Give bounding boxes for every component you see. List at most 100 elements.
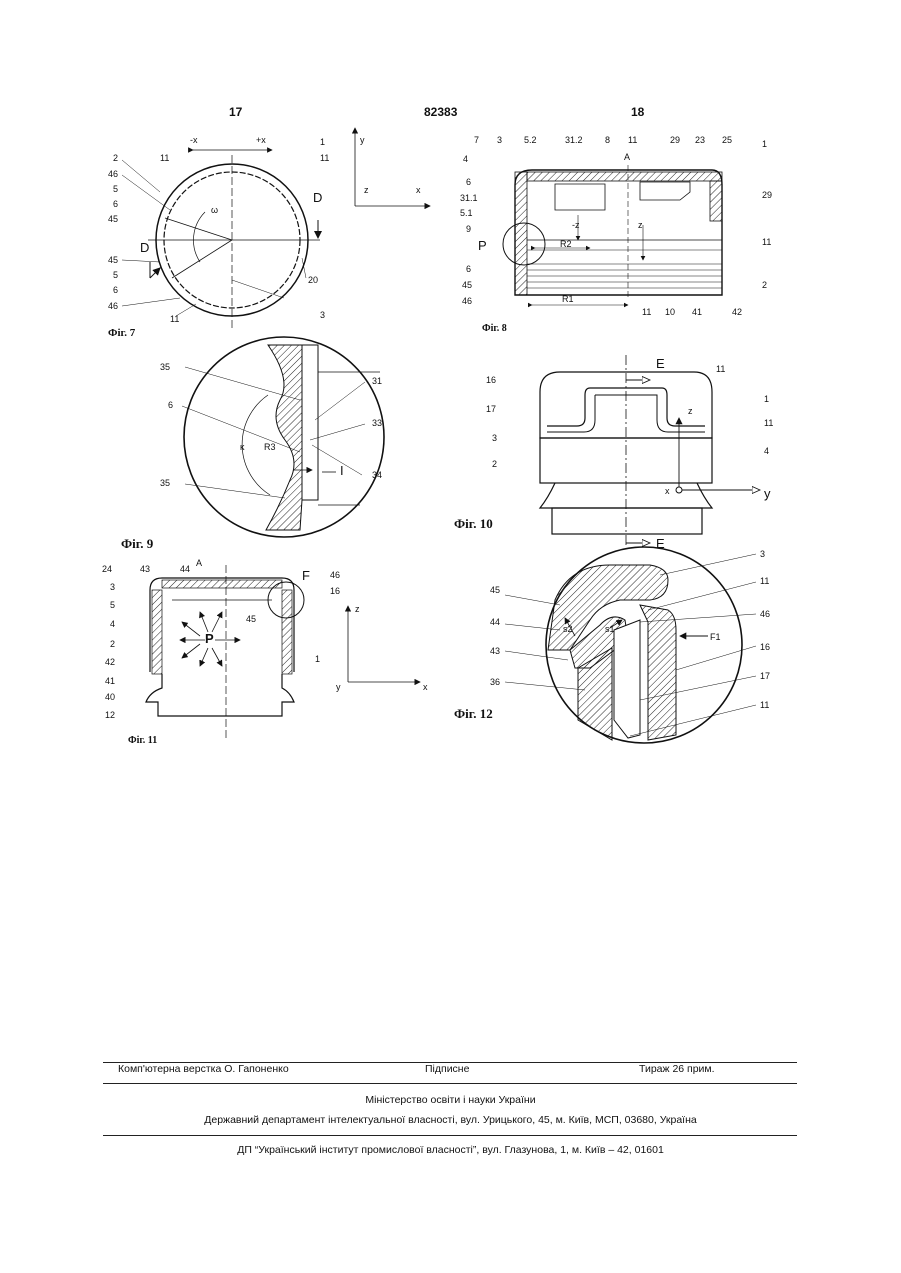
- fig12-caption: Фіг. 12: [454, 706, 493, 721]
- footer-layout-credit: Комп'ютерна верстка О. Гапоненко: [118, 1063, 289, 1075]
- fig12-label: 46: [760, 609, 770, 619]
- fig11-label: 43: [140, 564, 150, 574]
- fig11-label: A: [196, 558, 202, 568]
- fig8-label: 5.2: [524, 135, 537, 145]
- fig8-label: 7: [474, 135, 479, 145]
- fig10-label: 16: [486, 375, 496, 385]
- fig7-label: 46: [108, 169, 118, 179]
- fig8-label: 2: [762, 280, 767, 290]
- footer-institute: ДП “Український інститут промислової вла…: [0, 1144, 901, 1156]
- fig8-label: 9: [466, 224, 471, 234]
- fig8-label: 29: [762, 190, 772, 200]
- fig7-label: D: [313, 190, 322, 205]
- fig8-caption: Фіг. 8: [482, 323, 507, 334]
- fig8-label: R2: [560, 239, 572, 249]
- fig12-label: 16: [760, 642, 770, 652]
- fig12-label: 11: [760, 700, 769, 710]
- fig10-label: 2: [492, 459, 497, 469]
- fig7-label: 6: [113, 285, 118, 295]
- fig7-label: x: [416, 185, 421, 195]
- fig8-label: 11: [642, 307, 651, 317]
- footer-ministry: Міністерство освіти і науки України: [0, 1094, 901, 1106]
- fig7-label: y: [360, 135, 365, 145]
- fig9-label: I: [340, 463, 344, 478]
- fig7-label: 46: [108, 301, 118, 311]
- fig12-label: F1: [710, 632, 721, 642]
- fig10-label: z: [688, 406, 693, 416]
- fig11-label: z: [355, 604, 360, 614]
- fig8-label: 29: [670, 135, 680, 145]
- fig7-label: 3: [320, 310, 325, 320]
- fig10-label: 11: [764, 418, 773, 428]
- fig12-label: s1: [605, 624, 615, 634]
- patent-drawings: -x +x 1 2 46 5 6 45 D 45 5 6 46 11 11 ω …: [0, 0, 901, 780]
- figure-7: -x +x 1 2 46 5 6 45 D 45 5 6 46 11 11 ω …: [108, 128, 430, 339]
- fig7-label: 11: [160, 153, 169, 163]
- fig11-label: 40: [105, 692, 115, 702]
- fig11-label: 12: [105, 710, 115, 720]
- fig7-label: 1: [320, 137, 325, 147]
- fig11-label: F: [302, 568, 310, 583]
- fig11-label: 24: [102, 564, 112, 574]
- fig7-label: +x: [256, 135, 266, 145]
- fig8-label: 11: [628, 135, 637, 145]
- fig10-label: x: [665, 486, 670, 496]
- fig8-label: A: [624, 152, 630, 162]
- fig11-label: x: [423, 682, 428, 692]
- fig12-label: 3: [760, 549, 765, 559]
- fig7-label: 11: [320, 153, 329, 163]
- fig11-label: 2: [110, 639, 115, 649]
- fig12-label: 11: [760, 576, 769, 586]
- fig8-label: 1: [762, 139, 767, 149]
- fig11-label: 5: [110, 600, 115, 610]
- figure-9: 35 31 6 33 κ R3 34 I 35 Фіг. 9: [121, 337, 384, 551]
- fig12-label: 43: [490, 646, 500, 656]
- footer-circulation: Тираж 26 прим.: [639, 1063, 715, 1075]
- fig8-label: 6: [466, 264, 471, 274]
- fig7-label: 45: [108, 214, 118, 224]
- fig11-label: 45: [246, 614, 256, 624]
- figure-10: E 16 11 17 z 1 3 11 2 4 x y E Фіг. 10: [454, 355, 773, 551]
- fig7-label: 2: [113, 153, 118, 163]
- fig8-label: 31.1: [460, 193, 478, 203]
- fig12-label: 36: [490, 677, 500, 687]
- fig9-label: 34: [372, 470, 382, 480]
- footer-rule-bottom: [103, 1135, 797, 1136]
- fig8-label: 10: [665, 307, 675, 317]
- fig8-label: 23: [695, 135, 705, 145]
- fig12-label: 45: [490, 585, 500, 595]
- fig9-label: 35: [160, 362, 170, 372]
- fig8-label: 5.1: [460, 208, 473, 218]
- fig7-caption: Фіг. 7: [108, 327, 136, 339]
- footer-rule-middle: [103, 1083, 797, 1084]
- fig8-label: 25: [722, 135, 732, 145]
- fig7-label: 6: [113, 199, 118, 209]
- fig7-label: 5: [113, 184, 118, 194]
- fig8-label: 45: [462, 280, 472, 290]
- fig7-label: D: [140, 240, 149, 255]
- fig10-label: 4: [764, 446, 769, 456]
- fig8-label: 8: [605, 135, 610, 145]
- fig10-label: 11: [716, 364, 725, 374]
- fig9-label: 33: [372, 418, 382, 428]
- fig12-label: 17: [760, 671, 770, 681]
- footer-department: Державний департамент інтелектуальної вл…: [0, 1114, 901, 1126]
- fig7-label: 5: [113, 270, 118, 280]
- figure-8: 7 3 5.2 31.2 8 11 29 23 25 1 4 A 6 31.1 …: [460, 135, 772, 334]
- fig8-label: 4: [463, 154, 468, 164]
- fig11-label: 4: [110, 619, 115, 629]
- fig8-label: z: [638, 220, 643, 230]
- fig11-label: 16: [330, 586, 340, 596]
- figure-11: 24 43 44 A 46 3 F 5 16 4 45 P 2 42 41 40…: [102, 558, 428, 746]
- fig10-caption: Фіг. 10: [454, 516, 493, 531]
- fig8-label: 6: [466, 177, 471, 187]
- figure-12: 3 45 11 46 44 s2 s1 F1 43 16 36 17 11 Фі…: [454, 547, 770, 743]
- fig8-label: 31.2: [565, 135, 583, 145]
- fig8-label: 46: [462, 296, 472, 306]
- fig11-label: 44: [180, 564, 190, 574]
- fig7-label: -x: [190, 135, 198, 145]
- fig10-label: 17: [486, 404, 496, 414]
- fig8-label: 3: [497, 135, 502, 145]
- fig8-label: 41: [692, 307, 702, 317]
- fig7-label: 45: [108, 255, 118, 265]
